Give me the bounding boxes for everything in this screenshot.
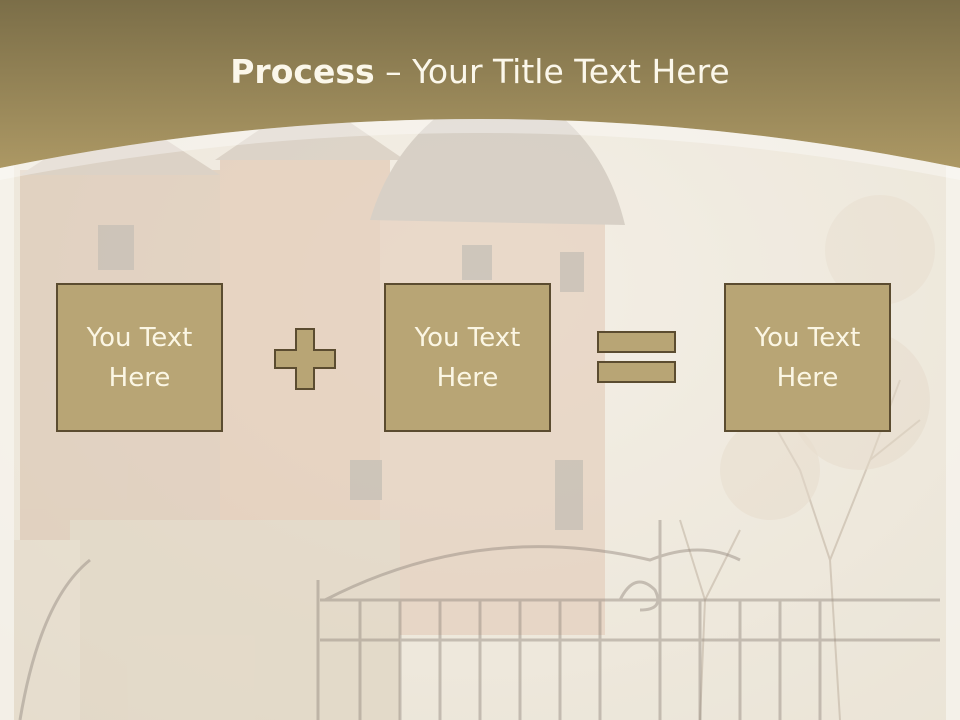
process-box-1[interactable]: You Text Here xyxy=(56,283,223,432)
equals-icon xyxy=(597,331,676,383)
process-box-3-text: You Text Here xyxy=(754,322,861,393)
iron-gate xyxy=(18,520,940,720)
process-box-3[interactable]: You Text Here xyxy=(724,283,891,432)
title-separator: – xyxy=(374,52,413,91)
process-box-2[interactable]: You Text Here xyxy=(384,283,551,432)
header-banner xyxy=(0,0,960,168)
plus-icon xyxy=(274,328,336,390)
title-bold: Process xyxy=(230,52,375,91)
slide-title: Process – Your Title Text Here xyxy=(0,52,960,91)
process-box-1-text: You Text Here xyxy=(86,322,193,393)
process-box-2-text: You Text Here xyxy=(414,322,521,393)
title-text: Your Title Text Here xyxy=(412,52,730,91)
